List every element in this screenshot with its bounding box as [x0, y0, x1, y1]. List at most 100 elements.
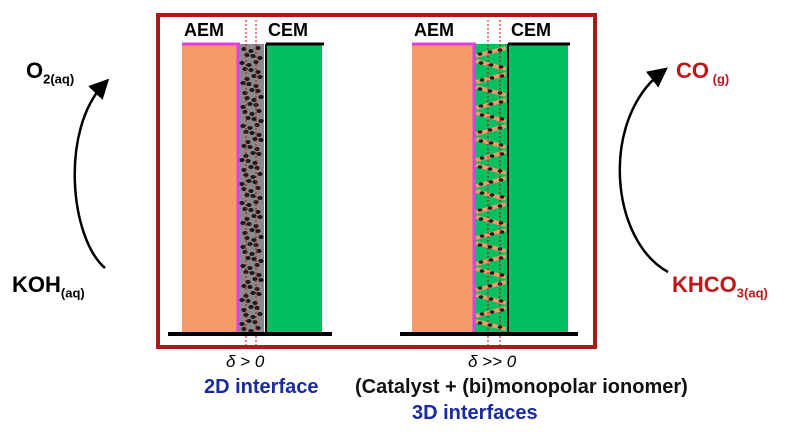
catalyst-particle — [254, 166, 260, 170]
catalyst-particle — [258, 259, 264, 263]
catalyst-particle — [255, 46, 261, 50]
catalyst-particle — [241, 327, 247, 331]
right-cem-label: CEM — [511, 20, 551, 40]
right-caption-line-1: (Catalyst + (bi)monopolar ionomer) — [355, 376, 688, 398]
catalyst-particle — [254, 306, 260, 310]
catalyst-particle — [240, 124, 246, 128]
catalyst-particle — [239, 201, 245, 205]
catalyst-particle — [258, 235, 264, 239]
catalyst-particle — [242, 110, 248, 114]
catalyst-particle — [478, 182, 484, 186]
catalyst-particle — [251, 98, 257, 102]
catalyst-particle — [244, 53, 250, 57]
catalyst-particle — [239, 61, 245, 65]
catalyst-particle — [249, 88, 255, 92]
catalyst-particle — [254, 287, 260, 291]
right-caption-line-2: 3D interfaces — [412, 402, 538, 424]
cathode-product-text: CO — [676, 58, 709, 83]
catalyst-particle — [257, 56, 263, 60]
catalyst-particle — [255, 210, 261, 214]
catalyst-particle — [247, 266, 253, 270]
catalyst-particle — [258, 138, 264, 142]
catalyst-particle — [487, 50, 493, 54]
catalyst-particle — [498, 100, 504, 104]
catalyst-particle — [240, 221, 246, 225]
catalyst-particle — [240, 264, 246, 268]
catalyst-particle — [256, 249, 262, 253]
catalyst-particle — [248, 305, 254, 309]
catalyst-particle — [242, 231, 248, 235]
right-cell — [400, 20, 578, 345]
catalyst-particle — [498, 221, 504, 225]
catalyst-particle — [488, 102, 494, 106]
catalyst-particle — [498, 143, 504, 147]
diagram-frame — [156, 13, 597, 349]
catalyst-particle — [258, 95, 264, 99]
catalyst-particle — [250, 151, 256, 155]
catalyst-particle — [489, 271, 495, 275]
catalyst-particle — [252, 301, 258, 305]
catalyst-particle — [242, 67, 248, 71]
catalyst-particle — [241, 308, 247, 312]
catalyst-particle — [247, 242, 253, 246]
catalyst-particle — [246, 82, 252, 86]
catalyst-particle — [248, 208, 254, 212]
catalyst-particle — [479, 78, 485, 82]
catalyst-particle — [254, 147, 260, 151]
right-aem-layer — [412, 44, 474, 334]
left-cem-label: CEM — [268, 20, 308, 40]
catalyst-particle — [488, 141, 494, 145]
catalyst-particle — [246, 319, 252, 323]
right-aem-label: AEM — [414, 20, 454, 40]
catalyst-particle — [245, 280, 251, 284]
catalyst-particle — [499, 273, 505, 277]
catalyst-particle — [257, 172, 263, 176]
catalyst-particle — [242, 250, 248, 254]
cathode-product-label: CO (g) — [676, 58, 729, 86]
catalyst-particle — [258, 119, 264, 123]
catalyst-particle — [250, 175, 256, 179]
catalyst-particle — [499, 117, 505, 121]
catalyst-particle — [489, 76, 495, 80]
right-delta-label: δ >> 0 — [468, 352, 517, 371]
catalyst-particle — [243, 173, 249, 177]
catalyst-particle — [254, 123, 260, 127]
catalyst-particle — [498, 178, 504, 182]
catalyst-particle — [479, 156, 485, 160]
catalyst-particle — [246, 222, 252, 226]
catalyst-particle — [479, 113, 485, 117]
catalyst-particle — [249, 131, 255, 135]
catalyst-particle — [239, 182, 245, 186]
catalyst-particle — [247, 102, 253, 106]
catalyst-particle — [256, 152, 262, 156]
catalyst-particle — [247, 285, 253, 289]
left-catalyst-particles — [239, 46, 264, 333]
catalyst-particle — [499, 308, 505, 312]
catalyst-particle — [249, 252, 255, 256]
catalyst-particle — [241, 144, 247, 148]
anode-product-text: O — [26, 58, 44, 83]
catalyst-particle — [244, 96, 250, 100]
catalyst-particle — [251, 214, 257, 218]
catalyst-particle — [477, 165, 483, 169]
catalyst-particle — [256, 273, 262, 277]
catalyst-particle — [498, 65, 504, 69]
catalyst-particle — [248, 165, 254, 169]
cathode-reactant-subscript: 3(aq) — [736, 285, 768, 301]
catalyst-particle — [250, 291, 256, 295]
catalyst-particle — [487, 284, 493, 288]
left-caption: 2D interface — [204, 376, 319, 398]
catalyst-particle — [487, 245, 493, 249]
catalyst-particle — [247, 126, 253, 130]
catalyst-particle — [254, 263, 260, 267]
catalyst-particle — [252, 320, 258, 324]
catalyst-particle — [243, 313, 249, 317]
catalyst-particle — [250, 194, 256, 198]
catalyst-particle — [489, 310, 495, 314]
catalyst-particle — [478, 260, 484, 264]
catalyst-particle — [248, 49, 254, 53]
catalyst-particle — [258, 278, 264, 282]
catalyst-particle — [250, 315, 256, 319]
catalyst-particle — [244, 77, 250, 81]
left-delta-label: δ > 0 — [226, 352, 265, 371]
